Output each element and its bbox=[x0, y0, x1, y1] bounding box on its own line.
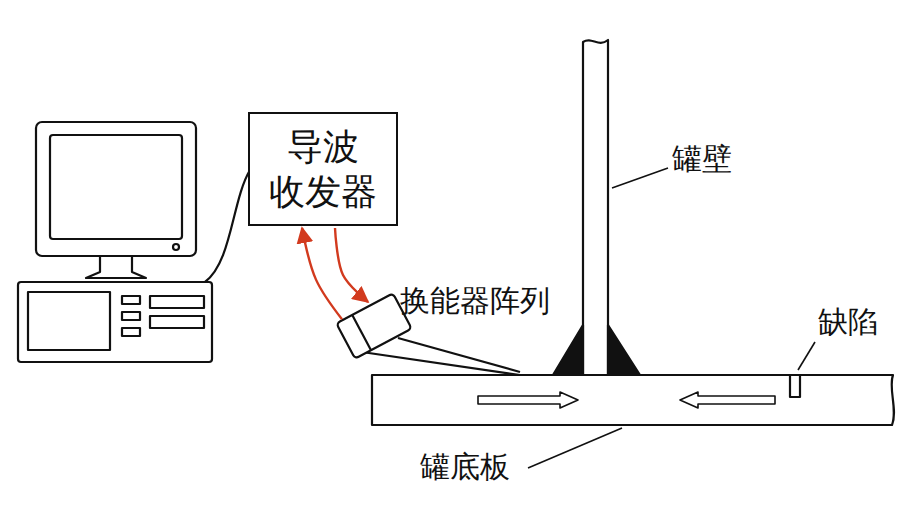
tank-wall bbox=[583, 40, 608, 375]
probe-wedge bbox=[398, 338, 520, 372]
monitor-stand bbox=[86, 256, 146, 278]
case-panel bbox=[28, 292, 110, 350]
node-text: 导波 收发器 bbox=[264, 124, 383, 214]
power-button bbox=[173, 244, 179, 250]
defect-notch bbox=[790, 375, 800, 397]
leader-line bbox=[798, 342, 815, 370]
signal-arrow bbox=[302, 228, 342, 319]
leader-line bbox=[612, 168, 668, 188]
weld bbox=[608, 325, 640, 375]
disk-drive bbox=[150, 296, 204, 308]
monitor bbox=[36, 122, 196, 256]
weld bbox=[553, 325, 583, 375]
case-button bbox=[122, 312, 140, 320]
leader-line bbox=[528, 428, 622, 468]
wave-arrow bbox=[478, 392, 578, 408]
transceiver-box: 导波 收发器 bbox=[248, 112, 398, 226]
node-text: 换能器阵列 bbox=[400, 282, 550, 320]
probe-wedge bbox=[362, 352, 520, 375]
tank-bottom-plate bbox=[372, 375, 894, 425]
wave-arrow bbox=[680, 392, 775, 408]
transducer-node: 换能器阵列 bbox=[340, 300, 410, 355]
case-button bbox=[122, 296, 140, 304]
defect-label: 缺陷 bbox=[818, 305, 878, 338]
monitor-screen bbox=[50, 135, 182, 239]
disk-drive bbox=[150, 316, 204, 328]
cable bbox=[205, 170, 250, 282]
case-button bbox=[122, 328, 140, 336]
signal-arrow bbox=[335, 228, 368, 302]
computer-case bbox=[18, 282, 212, 362]
wall-label: 罐壁 bbox=[672, 142, 732, 175]
plate-label: 罐底板 bbox=[420, 450, 510, 483]
